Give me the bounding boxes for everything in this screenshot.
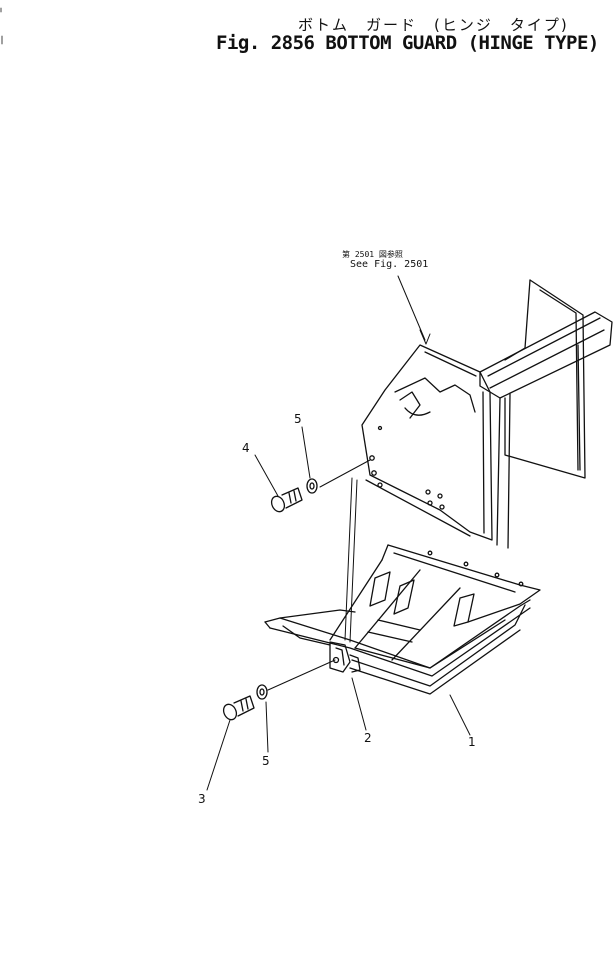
reference-note-japanese: 第 2501 図参照	[342, 250, 403, 259]
callout-5-upper: 5	[294, 412, 302, 426]
leader-lines	[206, 275, 471, 791]
assembly-lines	[267, 459, 371, 691]
bolt-upper-part	[270, 487, 303, 513]
bolt-lower-part	[222, 695, 255, 721]
frame-assembly	[361, 279, 613, 549]
bottom-guard-part	[264, 544, 541, 695]
washer-upper-part	[306, 478, 318, 494]
hinge-part	[329, 641, 361, 673]
reference-note-english: See Fig. 2501	[350, 259, 429, 270]
callout-5-lower: 5	[262, 754, 270, 768]
callout-2: 2	[364, 731, 372, 745]
figure-title-japanese: ボトム ガード (ヒンジ タイプ)	[298, 16, 569, 34]
washer-lower-part	[256, 684, 268, 700]
callout-1: 1	[468, 735, 476, 749]
scan-marks	[0, 7, 3, 45]
callout-4: 4	[242, 441, 250, 455]
callout-3: 3	[198, 792, 206, 806]
figure-title-english: Fig. 2856 BOTTOM GUARD (HINGE TYPE)	[216, 32, 599, 54]
